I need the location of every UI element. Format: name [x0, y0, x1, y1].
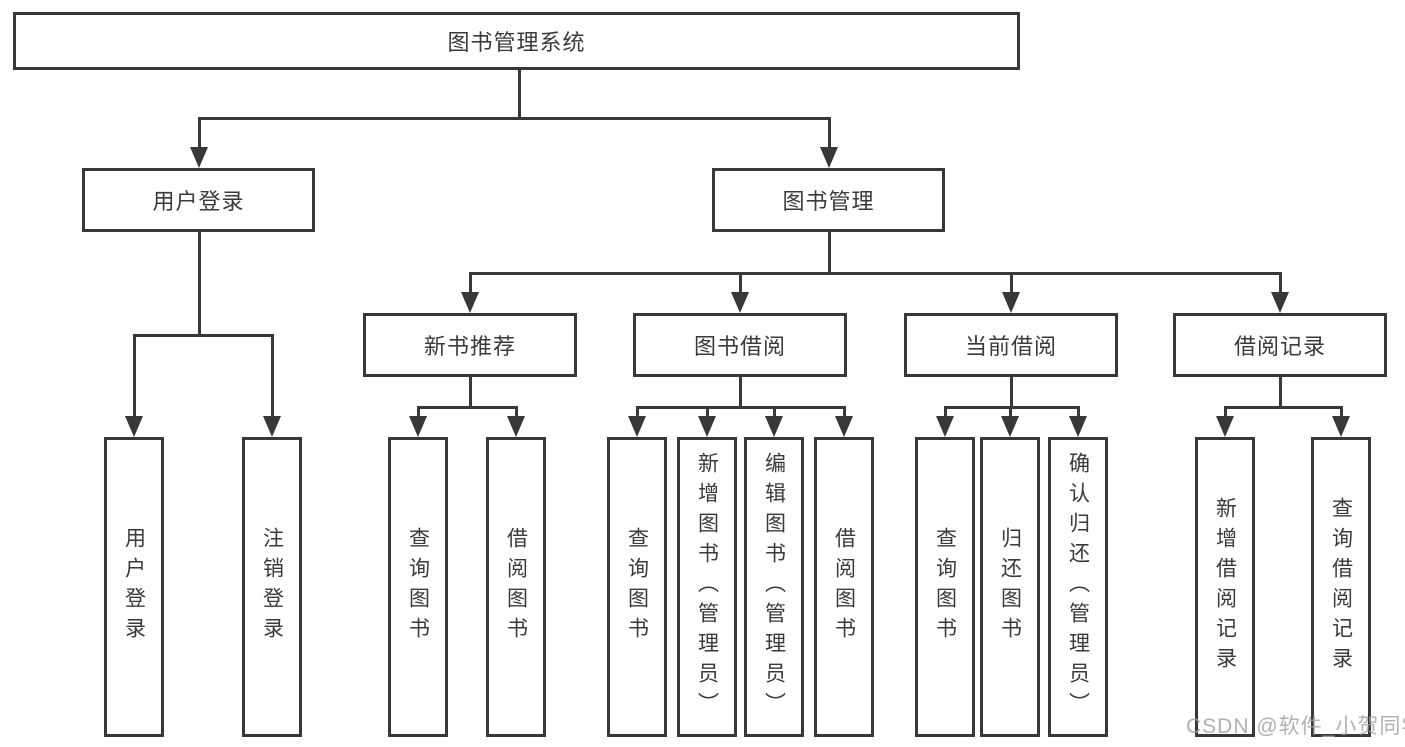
leaf-query-borrow-record: 查询借阅记录	[1311, 437, 1371, 737]
connector-line	[1278, 377, 1282, 407]
leaf-borrow-books-label: 借阅图书	[504, 527, 528, 647]
watermark: CSDN @软件_小贺同学	[1186, 715, 1405, 738]
arrow-down-icon	[1001, 416, 1019, 437]
arrow-down-icon	[820, 147, 838, 168]
connector-line	[1223, 405, 1343, 409]
connector-line	[132, 333, 274, 337]
node-new-book-recommendation: 新书推荐	[363, 313, 577, 377]
connector-line	[1339, 407, 1343, 418]
leaf-return-books-label: 归还图书	[998, 527, 1022, 647]
node-new-book-recommendation-label: 新书推荐	[423, 334, 516, 359]
arrow-down-icon	[461, 292, 479, 313]
connector-line	[1076, 407, 1080, 418]
connector-line	[416, 407, 420, 418]
leaf-borrow-books: 借阅图书	[814, 437, 874, 737]
arrow-down-icon	[409, 416, 427, 437]
leaf-user-login-label: 用户登录	[122, 527, 146, 647]
connector-line	[416, 405, 518, 409]
connector-line	[270, 335, 274, 417]
connector-line	[197, 116, 831, 120]
arrow-down-icon	[1002, 292, 1020, 313]
leaf-query-books: 查询图书	[607, 437, 667, 737]
leaf-borrow-books: 借阅图书	[486, 437, 546, 737]
connector-line	[827, 232, 831, 273]
node-borrow-records-label: 借阅记录	[1233, 334, 1326, 359]
arrow-down-icon	[507, 416, 525, 437]
node-user-login-label: 用户登录	[152, 189, 245, 214]
node-book-management: 图书管理	[712, 168, 945, 232]
arrow-down-icon	[1332, 416, 1350, 437]
connector-line	[772, 407, 776, 418]
leaf-edit-books-admin-label: 编辑图书（管理员）	[762, 452, 786, 722]
leaf-add-books-admin: 新增图书（管理员）	[677, 437, 737, 737]
node-library-system: 图书管理系统	[13, 12, 1020, 70]
leaf-query-books-label: 查询图书	[625, 527, 649, 647]
connector-line	[1008, 407, 1012, 418]
leaf-logout-label: 注销登录	[260, 527, 284, 647]
connector-line	[1009, 273, 1013, 293]
node-library-system-label: 图书管理系统	[447, 30, 586, 55]
connector-line	[842, 407, 846, 418]
arrow-down-icon	[936, 416, 954, 437]
connector-line	[705, 407, 709, 418]
arrow-down-icon	[628, 416, 646, 437]
leaf-query-books-label: 查询图书	[406, 527, 430, 647]
connector-line	[1278, 273, 1282, 293]
connector-line	[635, 407, 639, 418]
connector-line	[1009, 377, 1013, 407]
leaf-add-borrow-record: 新增借阅记录	[1195, 437, 1255, 737]
arrow-down-icon	[125, 416, 143, 437]
connector-line	[738, 273, 742, 293]
leaf-query-books: 查询图书	[915, 437, 975, 737]
arrow-down-icon	[698, 416, 716, 437]
arrow-down-icon	[835, 416, 853, 437]
node-borrow-records: 借阅记录	[1173, 313, 1387, 377]
arrow-down-icon	[1069, 416, 1087, 437]
leaf-confirm-return-admin-label: 确认归还（管理员）	[1066, 452, 1090, 722]
node-user-login: 用户登录	[82, 168, 315, 232]
connector-line	[827, 118, 831, 148]
connector-line	[132, 335, 136, 417]
leaf-edit-books-admin: 编辑图书（管理员）	[744, 437, 804, 737]
arrow-down-icon	[731, 292, 749, 313]
connector-line	[468, 273, 472, 293]
leaf-borrow-books-label: 借阅图书	[832, 527, 856, 647]
leaf-logout: 注销登录	[242, 437, 302, 737]
connector-line	[635, 405, 846, 409]
arrow-down-icon	[263, 416, 281, 437]
connector-line	[468, 271, 1282, 275]
connector-line	[1223, 407, 1227, 418]
connector-line	[738, 377, 742, 407]
node-book-borrowing-label: 图书借阅	[693, 334, 786, 359]
connector-line	[514, 407, 518, 418]
leaf-return-books: 归还图书	[980, 437, 1040, 737]
leaf-query-books-label: 查询图书	[933, 527, 957, 647]
connector-line	[943, 407, 947, 418]
node-current-borrowing: 当前借阅	[904, 313, 1118, 377]
connector-line	[197, 232, 201, 335]
arrow-down-icon	[1271, 292, 1289, 313]
connector-line	[197, 118, 201, 148]
node-book-management-label: 图书管理	[782, 189, 875, 214]
arrow-down-icon	[765, 416, 783, 437]
leaf-confirm-return-admin: 确认归还（管理员）	[1048, 437, 1108, 737]
connector-line	[468, 377, 472, 407]
node-book-borrowing: 图书借阅	[633, 313, 847, 377]
leaf-user-login: 用户登录	[104, 437, 164, 737]
arrow-down-icon	[1216, 416, 1234, 437]
connector-line	[943, 405, 1080, 409]
leaf-add-borrow-record-label: 新增借阅记录	[1213, 497, 1237, 677]
leaf-add-books-admin-label: 新增图书（管理员）	[695, 452, 719, 722]
node-current-borrowing-label: 当前借阅	[964, 334, 1057, 359]
arrow-down-icon	[190, 147, 208, 168]
leaf-query-books: 查询图书	[388, 437, 448, 737]
connector-line	[517, 70, 521, 118]
leaf-query-borrow-record-label: 查询借阅记录	[1329, 497, 1353, 677]
